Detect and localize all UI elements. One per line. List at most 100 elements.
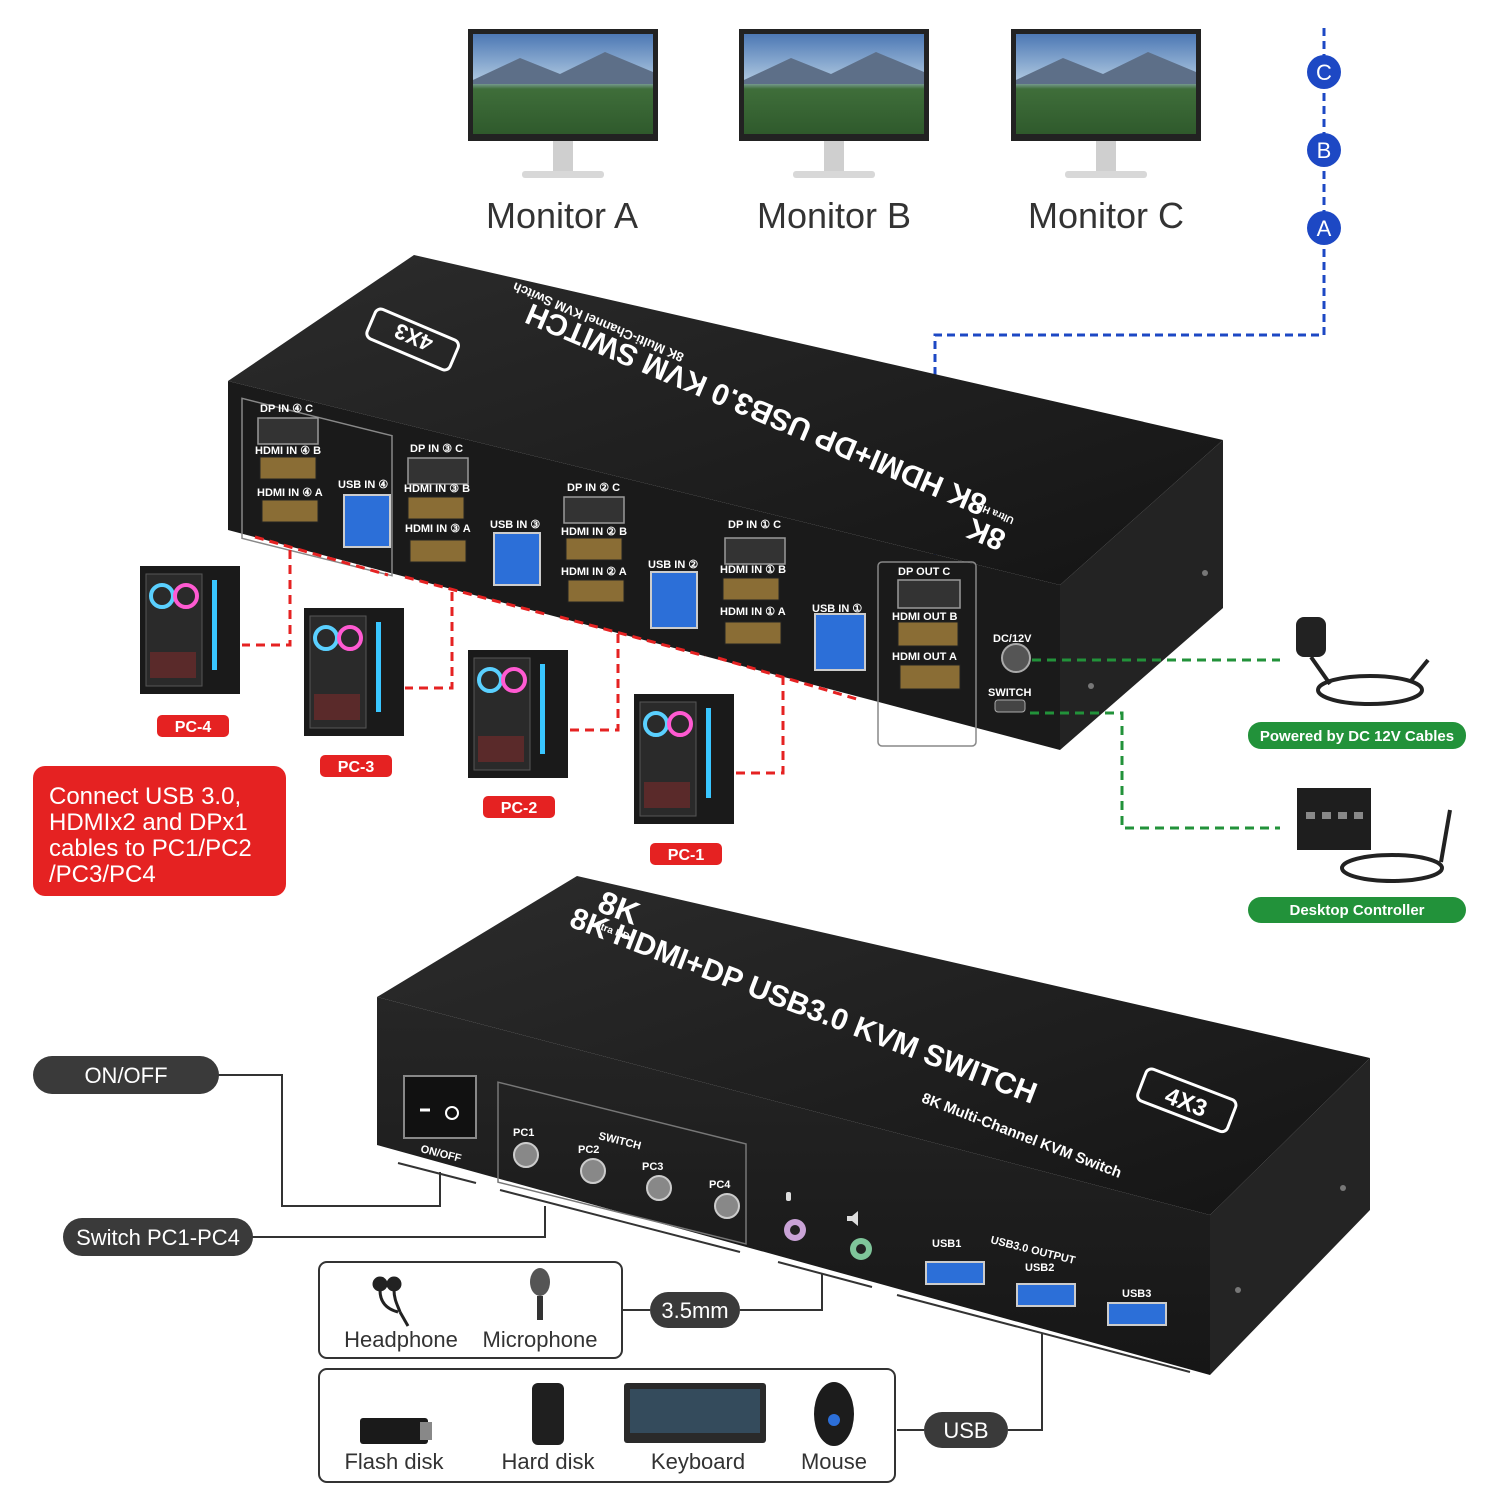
rear-hdmi-a-in-3: HDMI IN ③ A: [405, 523, 471, 535]
rear-hdmi-b-in-3: HDMI IN ③ B: [404, 483, 470, 495]
hard-disk-icon: [532, 1383, 564, 1445]
speaker-symbol-icon: [847, 1211, 858, 1226]
monitor-a: [468, 29, 658, 178]
usb-callout-text: USB: [943, 1418, 988, 1443]
instruction-line-2: HDMIx2 and DPx1: [49, 809, 248, 836]
microphone-icon: [530, 1268, 550, 1320]
pc-label-3: PC-3: [320, 755, 392, 777]
desktop-controller: [1297, 788, 1452, 883]
audio-callout: 3.5mm: [650, 1292, 740, 1328]
monitor-signal-line: C B A: [933, 28, 1341, 565]
switch-callout: Switch PC1-PC4: [63, 1218, 253, 1256]
rear-hdmi-b-in-1: HDMI IN ① B: [720, 564, 786, 576]
rear-hdmi-out-a: HDMI OUT A: [892, 651, 957, 663]
rear-switch-port-label: SWITCH: [988, 687, 1031, 699]
pc-label-4: PC-4: [157, 715, 229, 737]
rear-output-group: DP OUT C HDMI OUT B HDMI OUT A DC/12V SW…: [877, 561, 1032, 747]
pc-1: [634, 694, 734, 824]
pc3-button[interactable]: PC3: [642, 1161, 672, 1201]
rear-dc-port-label: DC/12V: [993, 633, 1032, 645]
monitor-c: [1011, 29, 1201, 178]
mouse-icon: [814, 1382, 854, 1446]
rear-usb-in-1: USB IN ①: [812, 603, 862, 615]
instruction-line-3: cables to PC1/PC2: [49, 835, 252, 862]
monitor-a-label: Monitor A: [486, 195, 638, 236]
flash-disk-icon: [360, 1418, 432, 1444]
instruction-line-4: /PC3/PC4: [49, 861, 156, 888]
microphone-jack[interactable]: [784, 1192, 806, 1241]
usb3-port[interactable]: USB3: [1107, 1288, 1167, 1326]
rear-usb-in-4: USB IN ④: [338, 479, 388, 491]
rear-hdmi-out-b: HDMI OUT B: [892, 611, 957, 623]
rear-dp-out: DP OUT C: [898, 566, 950, 578]
power-adapter: [1296, 617, 1430, 706]
power-rocker-switch[interactable]: [403, 1075, 477, 1139]
hard-disk-label: Hard disk: [502, 1449, 596, 1474]
pc-label-3-text: PC-3: [338, 759, 375, 776]
usb2-port[interactable]: USB2: [1016, 1262, 1076, 1307]
rear-port-group-1: DP IN ① C HDMI IN ① B HDMI IN ① A USB IN…: [720, 519, 866, 671]
marker-b: B: [1317, 138, 1332, 163]
pc1-button-label: PC1: [513, 1127, 534, 1139]
usb-devices-box: Flash disk Hard disk Keyboard Mouse: [318, 1368, 896, 1483]
pc4-button-label: PC4: [709, 1179, 731, 1191]
usb2-label: USB2: [1025, 1262, 1054, 1274]
marker-c: C: [1316, 60, 1332, 85]
pc1-button[interactable]: PC1: [513, 1127, 539, 1168]
audio-callout-text: 3.5mm: [661, 1298, 728, 1323]
pc2-button[interactable]: PC2: [578, 1144, 606, 1184]
microphone-label: Microphone: [483, 1327, 598, 1352]
kvm-front-unit: 8K HDMI+DP USB3.0 KVM SWITCH 4X3 8K Mult…: [377, 876, 1370, 1375]
pc-label-1-text: PC-1: [668, 847, 705, 864]
instruction-line-1: Connect USB 3.0,: [49, 783, 241, 810]
headphone-icon: [372, 1276, 410, 1327]
onoff-callout-text: ON/OFF: [84, 1063, 167, 1088]
rear-hdmi-b-in-2: HDMI IN ② B: [561, 526, 627, 538]
pc4-button[interactable]: PC4: [709, 1179, 740, 1219]
pc-4: [140, 566, 240, 694]
rear-dp-in-4: DP IN ④ C: [260, 403, 313, 415]
controller-label: Desktop Controller: [1248, 897, 1466, 923]
monitor-c-label: Monitor C: [1028, 195, 1184, 236]
pc3-button-label: PC3: [642, 1161, 663, 1173]
instruction-box: Connect USB 3.0, HDMIx2 and DPx1 cables …: [33, 766, 286, 896]
power-label-text: Powered by DC 12V Cables: [1260, 728, 1454, 745]
pc-3: [304, 608, 404, 736]
rear-dp-in-1: DP IN ① C: [728, 519, 781, 531]
rear-hdmi-b-in-4: HDMI IN ④ B: [255, 445, 321, 457]
rear-port-group-2: DP IN ② C HDMI IN ② B HDMI IN ② A USB IN…: [561, 482, 698, 629]
callout-lines: [218, 1074, 1191, 1431]
pc-2: [468, 650, 568, 778]
pc-label-2-text: PC-2: [501, 800, 538, 817]
rear-dp-in-2: DP IN ② C: [567, 482, 620, 494]
rear-hdmi-a-in-2: HDMI IN ② A: [561, 566, 627, 578]
usb1-label: USB1: [932, 1238, 961, 1250]
accessory-lines: [1030, 658, 1280, 830]
rear-hdmi-a-in-4: HDMI IN ④ A: [257, 487, 323, 499]
controller-label-text: Desktop Controller: [1289, 902, 1424, 919]
switch-callout-text: Switch PC1-PC4: [76, 1225, 240, 1250]
usb-callout: USB: [924, 1412, 1008, 1448]
rear-port-group-4: DP IN ④ C HDMI IN ④ B HDMI IN ④ A USB IN…: [241, 397, 393, 577]
pc-connection-lines: [242, 535, 861, 775]
headphone-jack[interactable]: [847, 1211, 872, 1260]
mic-symbol-icon: [786, 1192, 791, 1201]
pc2-button-label: PC2: [578, 1144, 599, 1156]
usb1-port[interactable]: USB1: [925, 1238, 985, 1285]
rear-usb-in-2: USB IN ②: [648, 559, 698, 571]
monitor-b-label: Monitor B: [757, 195, 911, 236]
flash-disk-label: Flash disk: [344, 1449, 444, 1474]
rear-dp-in-3: DP IN ③ C: [410, 443, 463, 455]
monitor-b: [739, 29, 929, 178]
keyboard-icon: [624, 1383, 766, 1443]
power-label: Powered by DC 12V Cables: [1248, 722, 1466, 749]
marker-a: A: [1317, 216, 1332, 241]
pc-label-1: PC-1: [650, 843, 722, 865]
rear-hdmi-a-in-1: HDMI IN ① A: [720, 606, 786, 618]
pc-label-2: PC-2: [483, 796, 555, 818]
rear-usb-in-3: USB IN ③: [490, 519, 540, 531]
usb3-label: USB3: [1122, 1288, 1151, 1300]
headphone-label: Headphone: [344, 1327, 458, 1352]
onoff-callout: ON/OFF: [33, 1056, 219, 1094]
